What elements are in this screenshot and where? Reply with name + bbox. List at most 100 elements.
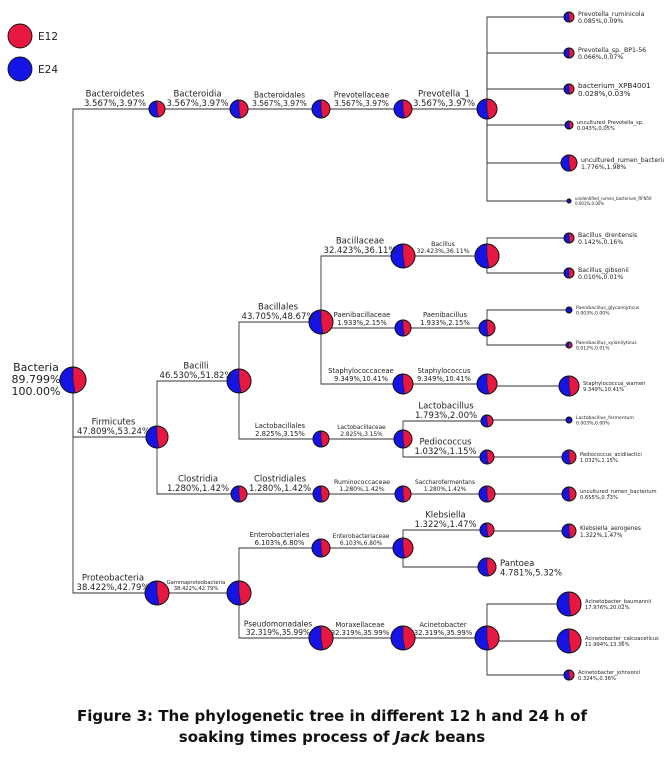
edge-label-name: Gammaproteobacteria — [167, 580, 226, 586]
node-a_calco-pie-e12-slice — [568, 628, 582, 654]
leaf-label-value: 0.085%,0.09% — [578, 18, 623, 25]
node-acinetobacter-pie-e12-slice — [486, 625, 500, 651]
node-lactobacillaceae-pie-outline — [393, 429, 413, 449]
edge-label-value: 38.422%,42.79% — [77, 583, 150, 593]
node-s_warneri-pie-e12-slice — [568, 375, 580, 397]
edge-label-name: Bacteroidales — [254, 91, 305, 100]
node-b_drent-pie-outline — [563, 232, 575, 244]
branch-k_aero — [486, 530, 569, 532]
node-bacillales-pie-outline — [308, 309, 334, 335]
leaf-label-name: uncultured_rumen_bacterium — [581, 157, 664, 164]
edge-label-name: Bacillaceae — [336, 237, 384, 247]
node-lactobacillales-pie-outline — [312, 430, 330, 448]
edge-label-name: Ruminococcaceae — [334, 479, 390, 486]
branch-bacillales — [238, 321, 321, 381]
branch-bacillaceae — [320, 255, 403, 322]
node-acinetobacter-pie-outline — [474, 625, 500, 651]
node-gammaproteobacteria-pie-outline — [226, 580, 252, 606]
edge-label-value: 32.319%,35.99% — [246, 628, 310, 637]
branch-proteobacteria — [72, 380, 157, 594]
node-prevotella1-pie-outline — [476, 98, 498, 120]
branch-pseudomonadales — [238, 593, 321, 639]
node-klebsiella-pie-outline — [479, 522, 495, 538]
edge-label-name: Bacilli — [183, 362, 208, 372]
node-uncult_prev: uncultured_Prevotella_sp.0.043%,0.05% — [564, 120, 644, 132]
edge-label-value: 3.567%,3.97% — [84, 99, 146, 109]
edge-label-value: 6.103%,6.80% — [340, 541, 383, 547]
node-gammaproteobacteria-pie-e12-slice — [238, 580, 252, 606]
leaf-label-name: uncultured_rumen_bacterium — [580, 489, 657, 495]
node-a_john-pie-outline — [563, 669, 575, 681]
node-label-value2: 100.00% — [12, 385, 61, 398]
edge-label-value: 2.825%,3.15% — [340, 432, 383, 438]
leaf-label-name: Pantoea — [500, 559, 534, 569]
node-b_drent-pie-e12-slice — [568, 232, 575, 244]
leaf-label-value: 0.010%,0.01% — [578, 274, 623, 281]
node-p_glyc-pie-outline — [565, 306, 573, 314]
edge-label-name: Prevotellaceae — [334, 91, 390, 100]
caption-line-2: soaking times process of Jack beans — [0, 727, 664, 748]
node-staphylococcus-pie-e12-slice — [486, 373, 498, 395]
edge-label-value: 47.809%,53.24% — [77, 427, 150, 437]
leaf-label-name: unidentified_rumen_bacterium_RFN59 — [575, 196, 652, 201]
edge-label-value: 9.349%,10.41% — [417, 375, 472, 383]
node-bacilli-pie-e12-slice — [238, 368, 252, 394]
edge-label-value: 43.705%,48.67% — [242, 312, 315, 322]
edge-label-name: Moraxellaceae — [335, 621, 384, 629]
node-prevotellaceae-pie-e12-slice — [402, 99, 413, 119]
edge-label-value: 1.933%,2.15% — [337, 319, 387, 327]
branch-b_gibs — [486, 256, 569, 274]
leaf-label-name: Bacillus_drentensis — [578, 232, 637, 239]
leaf-label-value: 0.324%,0.36% — [578, 676, 616, 682]
node-p_xyl-pie-outline — [565, 341, 573, 349]
edge-label-name: Lactobacillus — [418, 402, 474, 412]
node-prevotella1: Prevotella_13.567%,3.97% — [413, 90, 498, 120]
node-prevotella1-pie-e12-slice — [486, 98, 498, 120]
node-saccharofermentans-pie-outline — [478, 485, 496, 503]
branch-p_sp — [486, 52, 569, 109]
node-a_baum-pie-outline — [556, 591, 582, 617]
node-clostridia-pie-outline — [230, 485, 248, 503]
edge-label-value: 32.423%,36.11% — [324, 246, 397, 256]
branch-unident_rumen — [486, 109, 569, 202]
leaf-label-value: 0.028%,0.03% — [578, 89, 631, 98]
caption-line-2-suffix: beans — [429, 728, 486, 746]
node-bacteroidia-pie-e12-slice — [238, 99, 249, 119]
node-s_warneri-pie-outline — [558, 375, 580, 397]
branch-a_john — [486, 638, 569, 676]
node-uncult_rumen1-pie-e12-slice — [568, 154, 578, 172]
edge-label-name: Acinetobacter — [419, 621, 467, 629]
leaf-label-name: Acinetobacter_johnsonii — [578, 670, 640, 676]
node-k_aero-pie-outline — [561, 523, 577, 539]
leaf-label-value: 0.142%,0.16% — [578, 239, 623, 246]
node-firmicutes-pie-outline — [145, 425, 169, 449]
branch-p_ruminicola — [486, 16, 569, 109]
leaf-label-value: 4.781%,5.32% — [500, 569, 562, 579]
leaf-label-value: 1.776%,1.98% — [581, 164, 626, 171]
leaf-label-name: Bacillus_gibsonii — [578, 267, 629, 274]
branch-b_xpb — [486, 88, 569, 109]
node-lactobacillaceae-pie-e12-slice — [402, 429, 413, 449]
node-staphylococcus-pie-outline — [476, 373, 498, 395]
node-bacteroidetes-pie-e12-slice — [156, 100, 166, 118]
leaf-label-name: Prevotella_sp._BP1-56 — [578, 47, 646, 54]
node-unident_rumen-pie-outline — [566, 198, 572, 204]
node-proteobacteria-pie-outline — [144, 580, 170, 606]
node-bacteria-pie-e12-slice — [72, 366, 87, 394]
